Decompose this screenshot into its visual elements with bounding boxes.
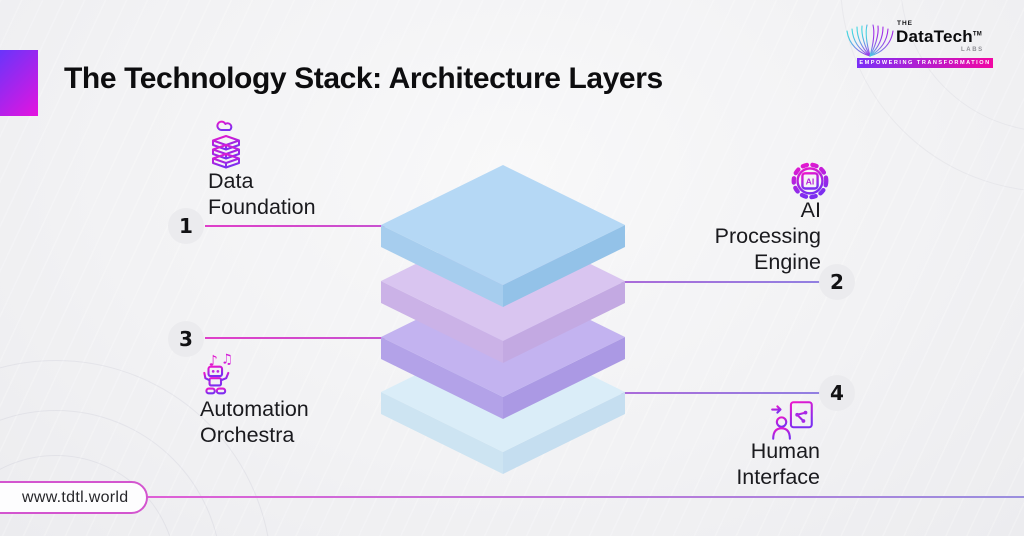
callout-label-data-foundation: Data Foundation — [208, 168, 316, 220]
callout-label-human-interface: Human Interface — [736, 438, 820, 490]
database-cloud-icon — [212, 120, 240, 169]
callout-label-line: Data — [208, 169, 254, 193]
website-url: www.tdtl.world — [22, 488, 129, 506]
callout-label-line: Automation — [200, 397, 309, 421]
callout-number-4: 4 — [819, 375, 855, 411]
logo-labs-text: LABS — [961, 47, 984, 53]
ai-chip-gear-icon: AI — [791, 162, 829, 200]
callout-number-1: 1 — [168, 208, 204, 244]
svg-text:AI: AI — [806, 177, 815, 187]
logo-trademark: TM — [972, 31, 982, 38]
logo-name: DataTech — [896, 27, 973, 46]
page-title: The Technology Stack: Architecture Layer… — [64, 62, 663, 95]
callout-label-line: Engine — [754, 250, 821, 275]
callout-label-line: Orchestra — [200, 423, 295, 448]
phoenix-bird-icon — [846, 24, 894, 57]
callout-label-line: Foundation — [208, 195, 316, 220]
logo-tagline-banner: EMPOWERING TRANSFORMATION — [857, 58, 993, 68]
callout-label-automation-orchestra: Automation Orchestra — [200, 396, 309, 448]
logo-name-text: DataTechTM — [896, 27, 982, 47]
human-screen-icon — [771, 401, 813, 440]
callout-label-line: AI — [800, 198, 821, 222]
datatech-labs-logo: THE DataTechTM LABS EMPOWERING TRANSFORM… — [845, 18, 997, 74]
callout-label-ai-processing-engine: AI Processing Engine — [715, 197, 821, 276]
logo-the-text: THE — [897, 20, 913, 27]
callout-label-line: Interface — [736, 465, 820, 490]
svg-text:♪: ♪ — [209, 353, 218, 370]
callout-label-line: Human — [750, 439, 820, 463]
accent-gradient-square — [0, 50, 38, 116]
stack-layer-1 — [381, 165, 625, 307]
callout-label-line: Processing — [714, 224, 821, 249]
website-url-pill: www.tdtl.world — [0, 481, 148, 514]
callout-number-3: 3 — [168, 321, 204, 357]
robot-music-icon: ♪ ♫ — [203, 352, 233, 395]
callout-number-2: 2 — [819, 264, 855, 300]
svg-text:♫: ♫ — [221, 352, 233, 368]
